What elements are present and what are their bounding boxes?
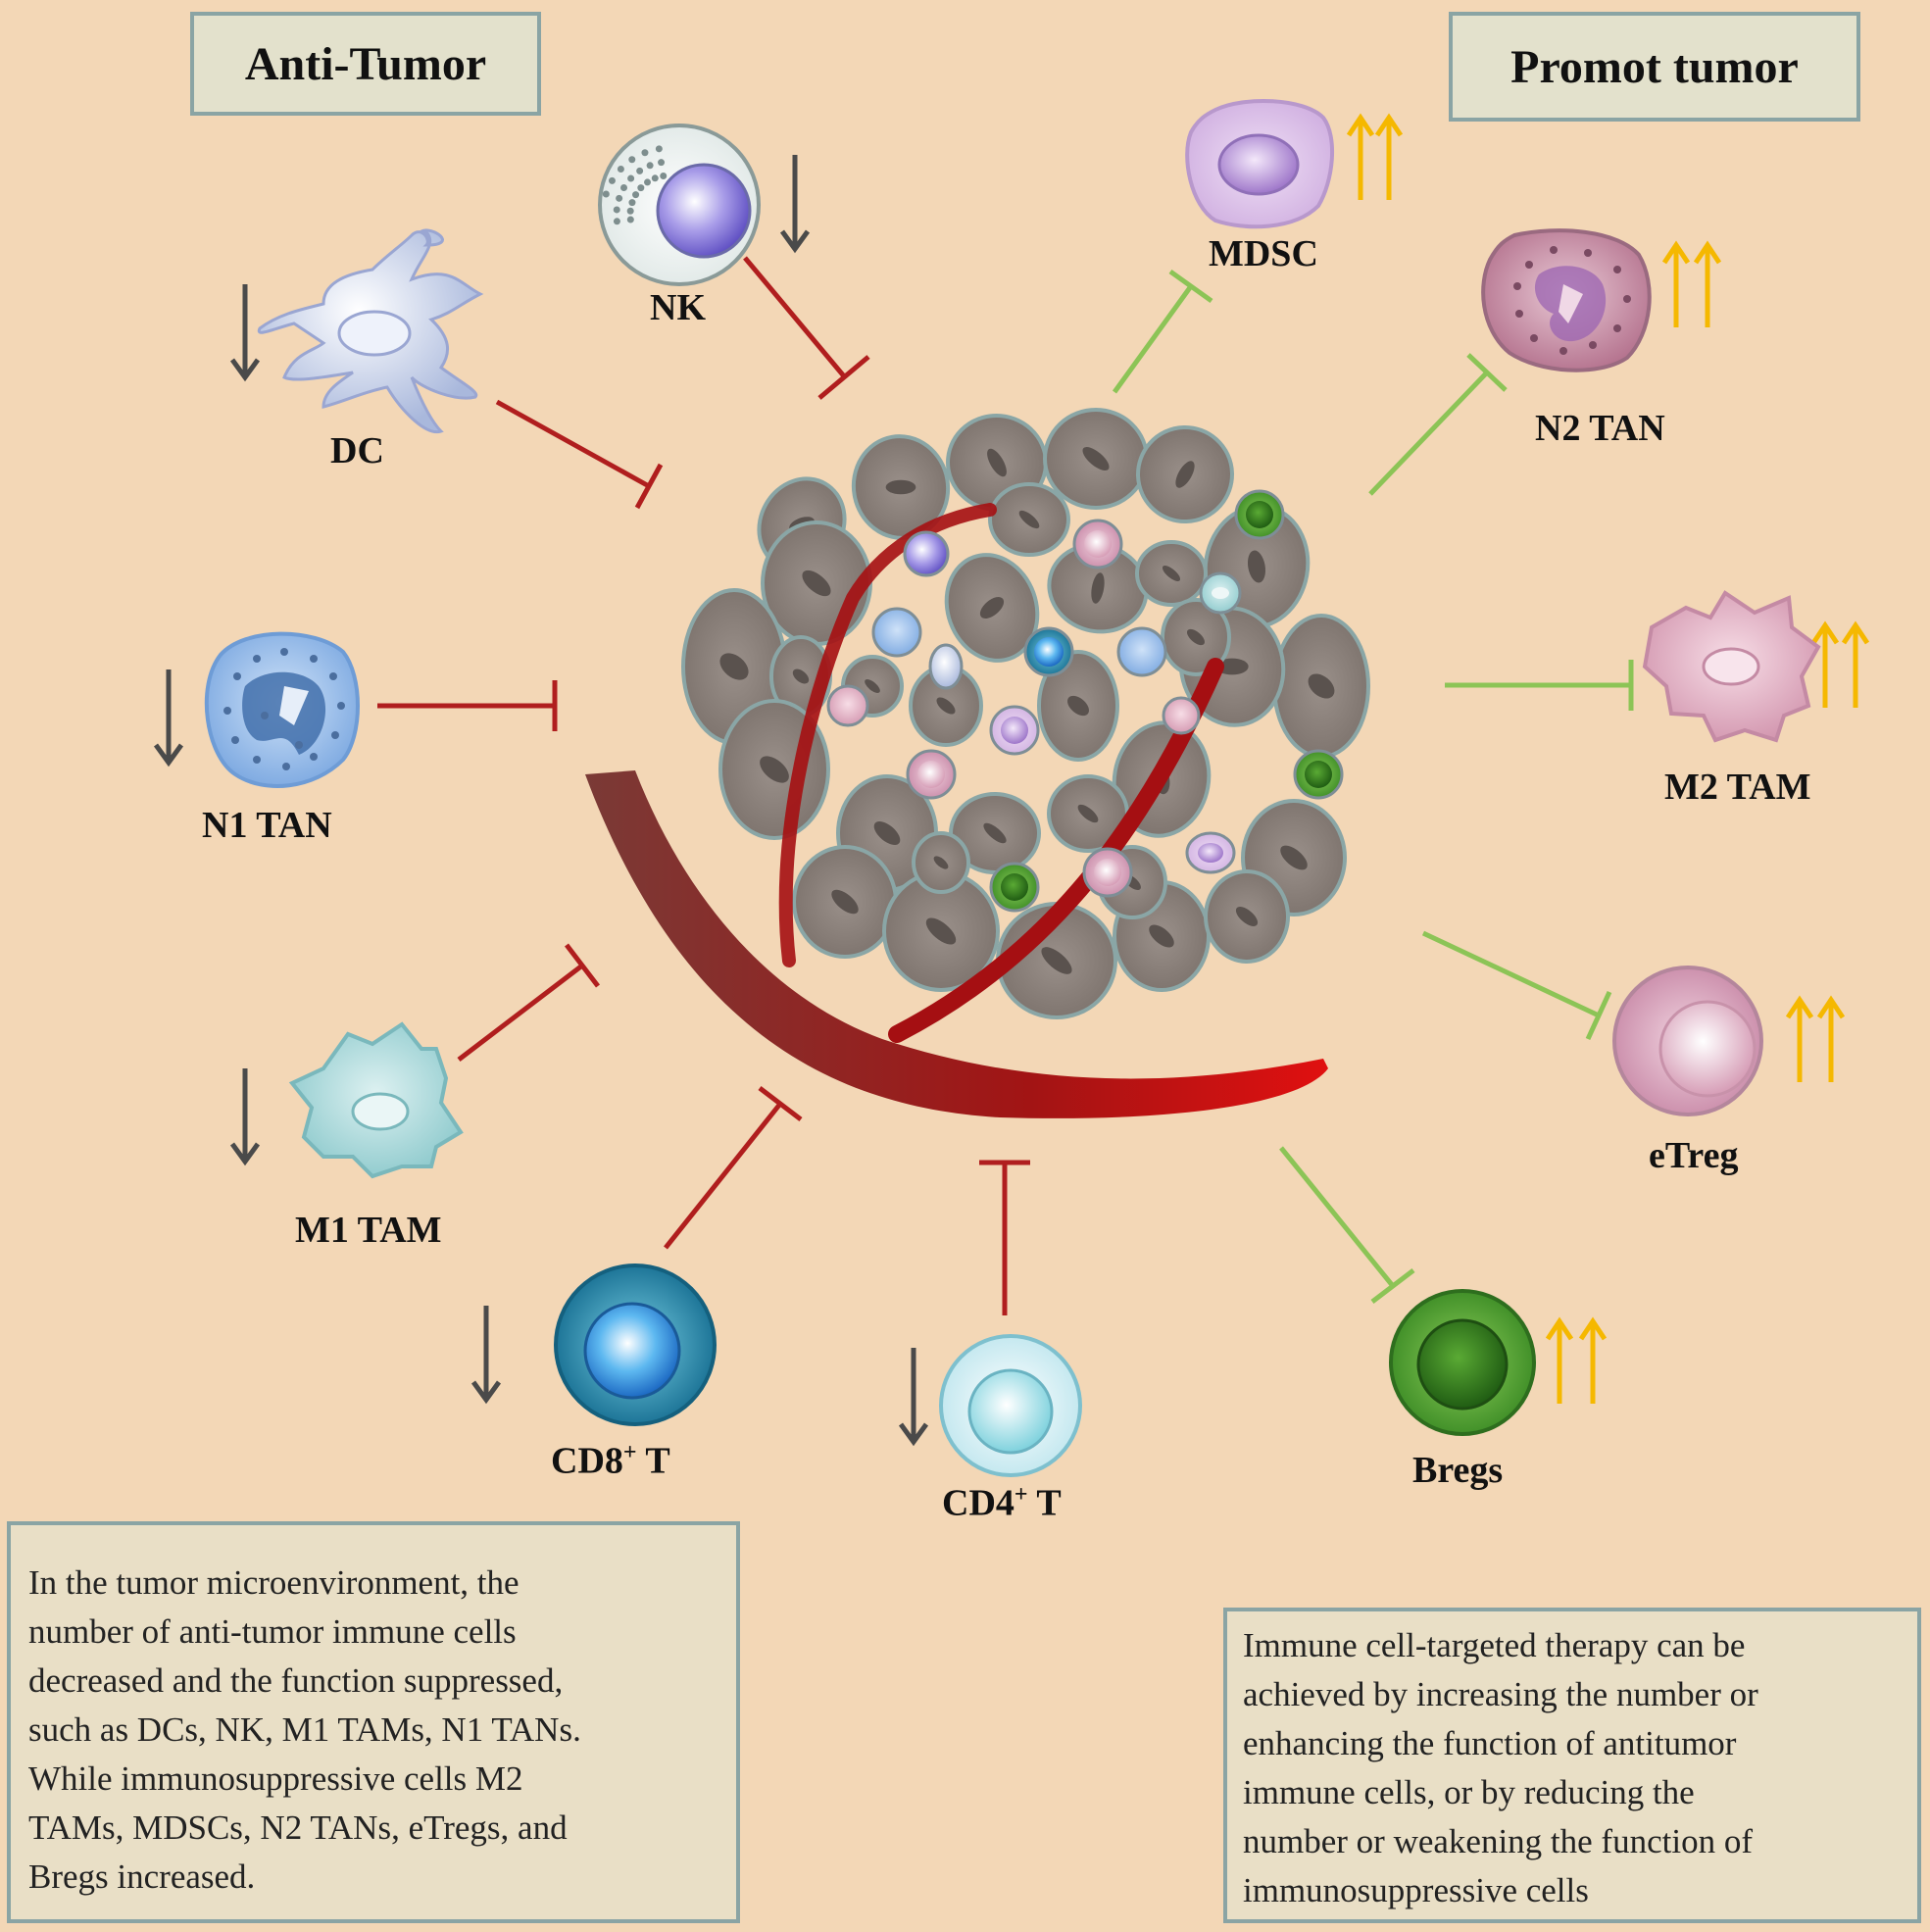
tumor-cell xyxy=(1204,869,1290,964)
tumor-cell xyxy=(792,845,898,959)
bregs-cell-icon xyxy=(1389,1289,1536,1436)
tumor-cell xyxy=(1161,598,1231,676)
cd4-t-label: CD4+ T xyxy=(942,1482,1062,1524)
nk-label: NK xyxy=(650,287,706,328)
mdsc-label: MDSC xyxy=(1209,233,1318,274)
tumor-cell xyxy=(1037,650,1119,762)
increase-arrows xyxy=(1346,113,1870,1404)
tumor-cell xyxy=(1272,614,1370,759)
left-note-line: number of anti-tumor immune cells xyxy=(28,1612,517,1651)
left-note-line: such as DCs, NK, M1 TAMs, N1 TANs. xyxy=(28,1710,581,1749)
anti-tumor-title: Anti-Tumor xyxy=(244,37,487,90)
m2-tam-cell-icon xyxy=(1642,590,1821,743)
double-up-arrow-icon xyxy=(1810,620,1870,708)
left-note-line: TAMs, MDSCs, N2 TANs, eTregs, and xyxy=(28,1808,568,1847)
tumor-cell xyxy=(1043,408,1149,510)
cd8-t-cell-icon xyxy=(554,1263,717,1426)
left-note-line: Bregs increased. xyxy=(28,1858,256,1896)
double-up-arrow-icon xyxy=(1545,1316,1608,1404)
n2-tan-label: N2 TAN xyxy=(1535,408,1665,449)
cd8-t-label: CD8+ T xyxy=(551,1440,670,1482)
right-note-line: achieved by increasing the number or xyxy=(1243,1675,1758,1713)
tumor-cell xyxy=(944,553,1040,663)
anti-tumor-header: Anti-Tumor xyxy=(190,12,541,116)
tumor-cell xyxy=(1135,540,1208,607)
down-arrow-icon xyxy=(153,669,184,768)
left-note-box: In the tumor microenvironment, the numbe… xyxy=(7,1521,740,1923)
n2-tan-cell-icon xyxy=(1481,228,1652,372)
mdsc-cell-icon xyxy=(1185,98,1335,229)
down-arrow-icon xyxy=(779,155,811,254)
m2-tam-label: M2 TAM xyxy=(1664,767,1811,808)
down-arrow-icon xyxy=(229,1068,261,1166)
blood-vessel xyxy=(585,770,1328,1118)
m1-tam-cell-icon xyxy=(288,1021,464,1179)
tumor-cell xyxy=(988,482,1070,557)
etreg-label: eTreg xyxy=(1649,1135,1739,1176)
nk-cell-icon xyxy=(598,124,761,286)
left-note-line: decreased and the function suppressed, xyxy=(28,1661,564,1700)
tumor-mass xyxy=(681,408,1370,1043)
anti-tumor-inhibition-lines xyxy=(377,256,1030,1315)
promote-tumor-header: Promot tumor xyxy=(1449,12,1860,122)
right-note-line: enhancing the function of antitumor xyxy=(1243,1724,1737,1762)
left-note-line: In the tumor microenvironment, the xyxy=(28,1563,520,1602)
cd4-t-cell-icon xyxy=(939,1334,1082,1477)
right-note-line: number or weakening the function of xyxy=(1243,1822,1753,1860)
right-note-box: Immune cell-targeted therapy can be achi… xyxy=(1223,1608,1921,1923)
m1-tam-label: M1 TAM xyxy=(295,1210,442,1251)
tumor-cell xyxy=(1136,425,1234,523)
etreg-cell-icon xyxy=(1612,966,1763,1116)
right-note-line: immunosuppressive cells xyxy=(1243,1871,1589,1909)
decrease-arrows xyxy=(153,155,929,1447)
dc-cell-icon xyxy=(257,228,484,434)
left-note-line: While immunosuppressive cells M2 xyxy=(28,1759,523,1798)
down-arrow-icon xyxy=(229,284,261,382)
double-up-arrow-icon xyxy=(1346,113,1404,200)
bregs-label: Bregs xyxy=(1412,1450,1504,1491)
promote-tumor-inhibition-lines xyxy=(1112,269,1634,1304)
n1-tan-label: N1 TAN xyxy=(202,805,332,846)
dc-label: DC xyxy=(330,430,384,471)
double-up-arrow-icon xyxy=(1785,995,1846,1082)
down-arrow-icon xyxy=(898,1348,929,1447)
double-up-arrow-icon xyxy=(1661,240,1722,327)
tumor-cell xyxy=(912,831,970,894)
down-arrow-icon xyxy=(470,1306,502,1405)
right-note-line: Immune cell-targeted therapy can be xyxy=(1243,1626,1746,1664)
tumor-cell xyxy=(851,434,951,540)
n1-tan-cell-icon xyxy=(204,631,360,788)
promote-tumor-title: Promot tumor xyxy=(1510,40,1799,93)
right-note-line: immune cells, or by reducing the xyxy=(1243,1773,1695,1811)
